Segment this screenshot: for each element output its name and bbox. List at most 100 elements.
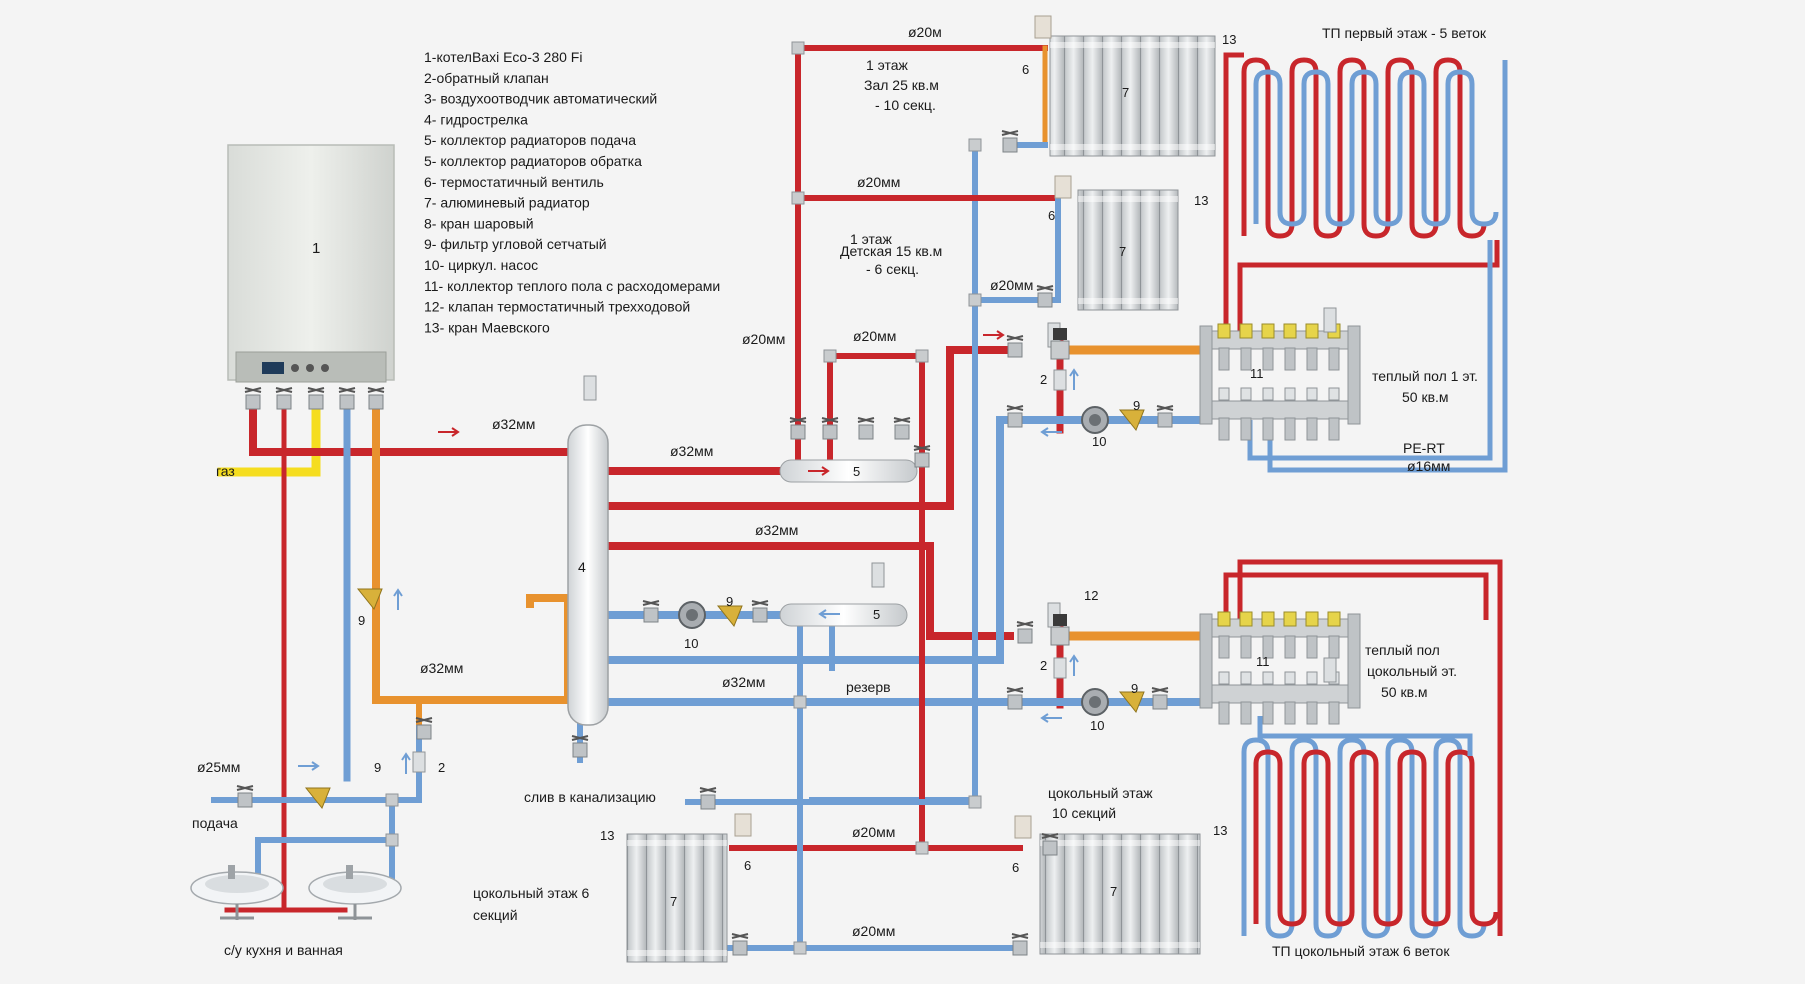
ufhb-valve	[1016, 621, 1034, 644]
ufhb-pump-valve	[1151, 687, 1169, 710]
three-way-valve	[1050, 614, 1070, 646]
pipe-fitting	[791, 191, 805, 205]
ufh1-valve	[1006, 335, 1024, 358]
d20-kids-return: ø20мм	[990, 277, 1033, 293]
thermo-valve-number: 6	[744, 858, 751, 873]
d32-collector: ø32мм	[670, 443, 713, 459]
pipe-fitting	[915, 349, 929, 363]
d32-boiler-supply: ø32мм	[492, 416, 535, 432]
return-collector-number: 5	[873, 607, 880, 622]
legend-item: 10- циркул. насос	[424, 257, 538, 273]
pipe-fitting	[385, 793, 399, 807]
ufh1-filter	[1118, 409, 1145, 431]
legend-item: 13- кран Маевского	[424, 319, 550, 335]
collector-valve	[789, 417, 807, 440]
flow-arrow-up	[401, 752, 411, 774]
boiler-valve	[275, 387, 293, 410]
gas-label: газ	[216, 463, 235, 479]
thermostatic-head	[734, 813, 752, 837]
flow-arrow-up	[393, 588, 403, 610]
legend-item: 1-котелBaxi Eco-3 280 Fi	[424, 49, 582, 65]
hall-line2: Зал 25 кв.м	[864, 77, 939, 93]
check-valve	[1053, 657, 1067, 679]
legend-item: 5- коллектор радиаторов подача	[424, 132, 636, 148]
base-right-line1: цокольный этаж	[1048, 785, 1153, 801]
ufh-manifold-number: 11	[1250, 366, 1264, 381]
ufhb-supply-main	[604, 542, 1014, 640]
supply-water-up	[389, 719, 422, 803]
ufhb-return-valve	[1006, 687, 1024, 710]
riser-link	[827, 353, 925, 463]
flow-arrow-right	[808, 466, 830, 476]
flow-arrows	[298, 330, 1079, 774]
drain-valve	[699, 787, 717, 810]
legend-item: 8- кран шаровый	[424, 215, 534, 231]
d20-ufh-link: ø20мм	[853, 328, 896, 344]
ufh1-loop-link	[1237, 240, 1500, 336]
gas-pipe	[217, 400, 321, 477]
flow-arrow-up	[1069, 654, 1079, 676]
pump-number: 10	[1090, 718, 1104, 733]
d16-label: ø16мм	[1407, 458, 1450, 474]
ufh1-pump	[1081, 406, 1109, 434]
ufh1-manifold	[1199, 323, 1361, 441]
d20-base-return: ø20мм	[852, 923, 895, 939]
radiator-pump	[678, 601, 706, 629]
kids-return	[972, 195, 1061, 303]
mayevsky-number: 13	[1213, 823, 1227, 838]
thermostatic-head	[1054, 175, 1072, 199]
ufhb-pump	[1081, 688, 1109, 716]
collector-valve	[893, 417, 911, 440]
radiator-valve	[1036, 285, 1054, 308]
thermo-valve-number: 6	[1022, 62, 1029, 77]
filter-number: 9	[358, 613, 365, 628]
d32-boiler-return: ø32мм	[420, 660, 463, 676]
radiator-hall	[1049, 35, 1216, 157]
pipe-fitting	[385, 833, 399, 847]
pipe-fitting	[793, 695, 807, 709]
boiler-valve	[244, 387, 262, 410]
radiator-valve	[913, 445, 931, 468]
base-supply-left	[729, 457, 925, 851]
legend-item: 9- фильтр угловой сетчатый	[424, 236, 607, 252]
check-valve	[412, 751, 426, 773]
legend: 1-котелBaxi Eco-3 280 Fi2-обратный клапа…	[424, 49, 720, 335]
radiator-valve	[1001, 130, 1019, 153]
base-left-line2: секций	[473, 907, 518, 923]
ufh1-supply-main	[604, 346, 1019, 510]
pipe-fitting	[791, 41, 805, 55]
sink-bathroom	[308, 865, 402, 920]
tpb-label-2: цокольный эт.	[1367, 663, 1457, 679]
boiler-valve	[307, 387, 325, 410]
d20-kids-supply: ø20мм	[857, 174, 900, 190]
supply-collector-number: 5	[853, 464, 860, 479]
pipe-fitting	[968, 138, 982, 152]
air-vent	[871, 562, 885, 588]
radiators	[626, 15, 1216, 963]
tpb-label-1: теплый пол	[1365, 642, 1440, 658]
tpb-title: ТП цокольный этаж 6 веток	[1272, 943, 1450, 959]
radiator-number: 7	[1119, 244, 1126, 259]
collector-valve	[821, 417, 839, 440]
boiler-valve	[367, 387, 385, 410]
legend-item: 6- термостатичный вентиль	[424, 174, 604, 190]
radiator-return-valve	[731, 933, 749, 956]
d32-return-main: ø32мм	[722, 674, 765, 690]
d20-base-supply: ø20мм	[852, 824, 895, 840]
hall-line3: - 10 секц.	[875, 97, 936, 113]
check-valve	[1053, 369, 1067, 391]
ufhb-manifold	[1199, 611, 1361, 725]
annotations: газ подача с/у кухня и ванная слив в кан…	[192, 24, 1487, 959]
pe-rt-label: PE-RT	[1403, 440, 1445, 456]
radiator-kids	[1077, 189, 1179, 311]
flow-arrow-left	[818, 609, 840, 619]
base-left-line1: цокольный этаж 6	[473, 885, 590, 901]
d25-supply: ø25мм	[197, 759, 240, 775]
ufh-manifold-number: 11	[1256, 654, 1270, 669]
radiator-number: 7	[670, 894, 677, 909]
ufh1-pump-valve	[1156, 405, 1174, 428]
tp1-label-2: 50 кв.м	[1402, 389, 1449, 405]
kids-line1: 1 этаж	[850, 231, 893, 247]
boiler: 1	[227, 144, 395, 383]
